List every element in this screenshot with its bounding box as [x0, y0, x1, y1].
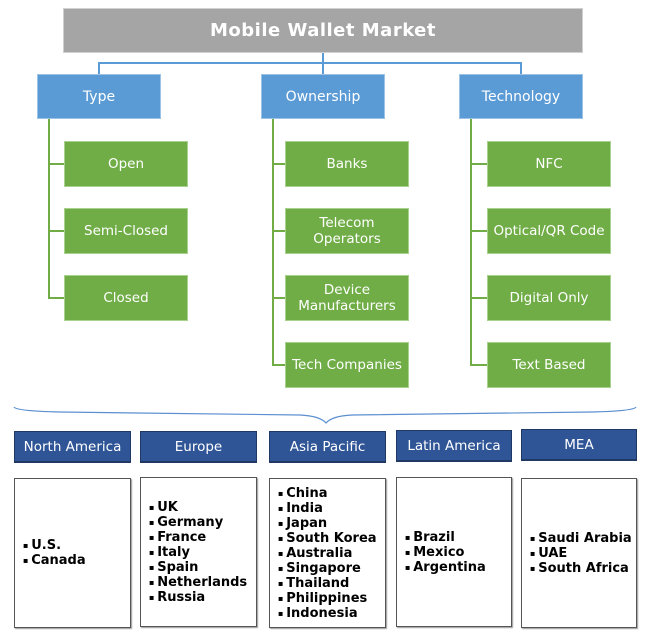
- country-item: China: [278, 486, 385, 501]
- connector: [99, 62, 522, 64]
- category-item: Device Manufacturers: [285, 275, 409, 321]
- region-header: Latin America: [396, 430, 512, 462]
- region-header: MEA: [521, 429, 637, 461]
- country-item: Indonesia: [278, 606, 385, 621]
- diagram-title: Mobile Wallet Market: [63, 8, 583, 53]
- country-list: BrazilMexicoArgentina: [396, 477, 512, 627]
- category-item: Semi-Closed: [64, 208, 188, 254]
- country-item: Thailand: [278, 576, 385, 591]
- country-item: Russia: [149, 590, 256, 605]
- country-item: Argentina: [405, 560, 511, 575]
- category-item: Digital Only: [487, 275, 611, 321]
- connector: [470, 163, 487, 165]
- country-list: ChinaIndiaJapanSouth KoreaAustraliaSinga…: [269, 478, 386, 628]
- country-list: U.S.Canada: [14, 478, 131, 628]
- connector: [322, 53, 324, 63]
- region-header: Asia Pacific: [269, 431, 386, 463]
- connector: [48, 163, 64, 165]
- country-item: South Korea: [278, 531, 385, 546]
- country-item: Canada: [23, 553, 130, 568]
- country-item: India: [278, 501, 385, 516]
- region-header: Europe: [140, 431, 257, 463]
- country-item: Spain: [149, 560, 256, 575]
- category-item: Telecom Operators: [285, 208, 409, 254]
- connector: [48, 119, 50, 298]
- connector: [98, 62, 100, 74]
- country-item: Philippines: [278, 591, 385, 606]
- country-item: South Africa: [530, 561, 636, 576]
- country-list: Saudi ArabiaUAESouth Africa: [521, 478, 637, 628]
- category-item: Open: [64, 141, 188, 187]
- country-item: Brazil: [405, 530, 511, 545]
- region-header: North America: [14, 431, 131, 463]
- brace: [13, 406, 637, 424]
- country-item: Australia: [278, 546, 385, 561]
- connector: [272, 119, 274, 365]
- country-list: UKGermanyFranceItalySpainNetherlandsRuss…: [140, 477, 257, 627]
- connector: [470, 119, 472, 365]
- connector: [272, 297, 285, 299]
- country-item: U.S.: [23, 538, 130, 553]
- category-item: NFC: [487, 141, 611, 187]
- connector: [48, 297, 64, 299]
- country-item: Netherlands: [149, 575, 256, 590]
- country-item: Saudi Arabia: [530, 531, 636, 546]
- category-ownership: Ownership: [261, 74, 385, 119]
- connector: [520, 62, 522, 74]
- category-item: Text Based: [487, 342, 611, 388]
- connector: [272, 163, 285, 165]
- category-type: Type: [37, 74, 161, 119]
- country-item: France: [149, 530, 256, 545]
- connector: [470, 364, 487, 366]
- country-item: Mexico: [405, 545, 511, 560]
- category-item: Optical/QR Code: [487, 208, 611, 254]
- connector: [48, 230, 64, 232]
- category-item: Banks: [285, 141, 409, 187]
- country-item: Japan: [278, 516, 385, 531]
- category-item: Tech Companies: [285, 342, 409, 388]
- country-item: Italy: [149, 545, 256, 560]
- connector: [322, 62, 324, 74]
- category-technology: Technology: [459, 74, 583, 119]
- connector: [272, 230, 285, 232]
- connector: [272, 364, 285, 366]
- connector: [470, 297, 487, 299]
- connector: [470, 230, 487, 232]
- country-item: Germany: [149, 515, 256, 530]
- country-item: UAE: [530, 546, 636, 561]
- country-item: Singapore: [278, 561, 385, 576]
- country-item: UK: [149, 500, 256, 515]
- category-item: Closed: [64, 275, 188, 321]
